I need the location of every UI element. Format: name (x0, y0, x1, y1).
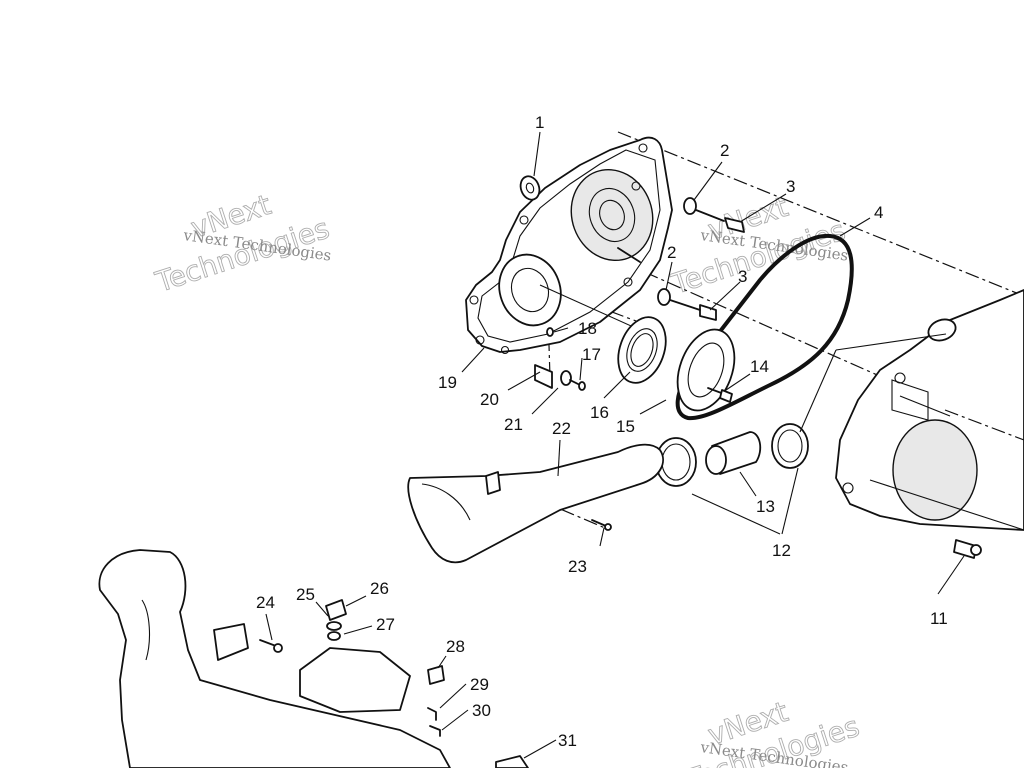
part-28-bushing (427, 665, 445, 685)
part-24-screw (259, 639, 283, 653)
callout-22: 22 (552, 419, 571, 438)
watermark-top-left: vNext Technologies vNext Technologies (151, 188, 334, 300)
lower-duct-assembly (98, 549, 529, 768)
callout-17: 17 (582, 345, 601, 364)
part-16-seal (617, 316, 667, 384)
part-11-bolt (953, 539, 982, 559)
callout-30: 30 (472, 701, 491, 720)
part-25-26-27-cap-and-seal (325, 599, 347, 641)
callout-26: 26 (370, 579, 389, 598)
part-15-seal (676, 328, 736, 412)
callout-12: 12 (772, 541, 791, 560)
part-12-hose-clamps (655, 423, 809, 487)
callout-28: 28 (446, 637, 465, 656)
callout-numbers: 1 2 3 4 2 3 14 18 17 19 20 21 16 15 22 1… (256, 113, 948, 750)
callout-27: 27 (376, 615, 395, 634)
callout-19: 19 (438, 373, 457, 392)
part-22-intake-duct (407, 443, 664, 564)
part-1-washer (519, 175, 541, 201)
callout-16: 16 (590, 403, 609, 422)
callout-23: 23 (568, 557, 587, 576)
part-4-drive-belt (675, 233, 854, 421)
callout-20: 20 (480, 390, 499, 409)
part-14-bolt (707, 387, 733, 403)
callout-15: 15 (616, 417, 635, 436)
inner-clutch-cover (465, 136, 673, 355)
callout-14: 14 (750, 357, 769, 376)
callout-2-upper: 2 (720, 141, 729, 160)
watermark-bottom-right: vNext Technologies vNext Technologies (681, 695, 864, 768)
part-23-screw (591, 519, 612, 531)
callout-13: 13 (756, 497, 775, 516)
callout-21: 21 (504, 415, 523, 434)
part-2-washers (657, 197, 697, 306)
callout-25: 25 (296, 585, 315, 604)
callout-31: 31 (558, 731, 577, 750)
callout-2-lower: 2 (667, 243, 676, 262)
callout-29: 29 (470, 675, 489, 694)
callout-3-upper: 3 (786, 177, 795, 196)
callout-11: 11 (930, 609, 948, 628)
part-29-30-clips (427, 707, 441, 737)
outer-clutch-housing (835, 289, 1024, 531)
callout-4: 4 (874, 203, 883, 222)
part-13-coupler (705, 431, 762, 475)
callout-1: 1 (535, 113, 544, 132)
callout-18: 18 (578, 319, 597, 338)
callout-24: 24 (256, 593, 275, 612)
callout-3-lower: 3 (738, 267, 747, 286)
leader-lines (265, 131, 965, 759)
